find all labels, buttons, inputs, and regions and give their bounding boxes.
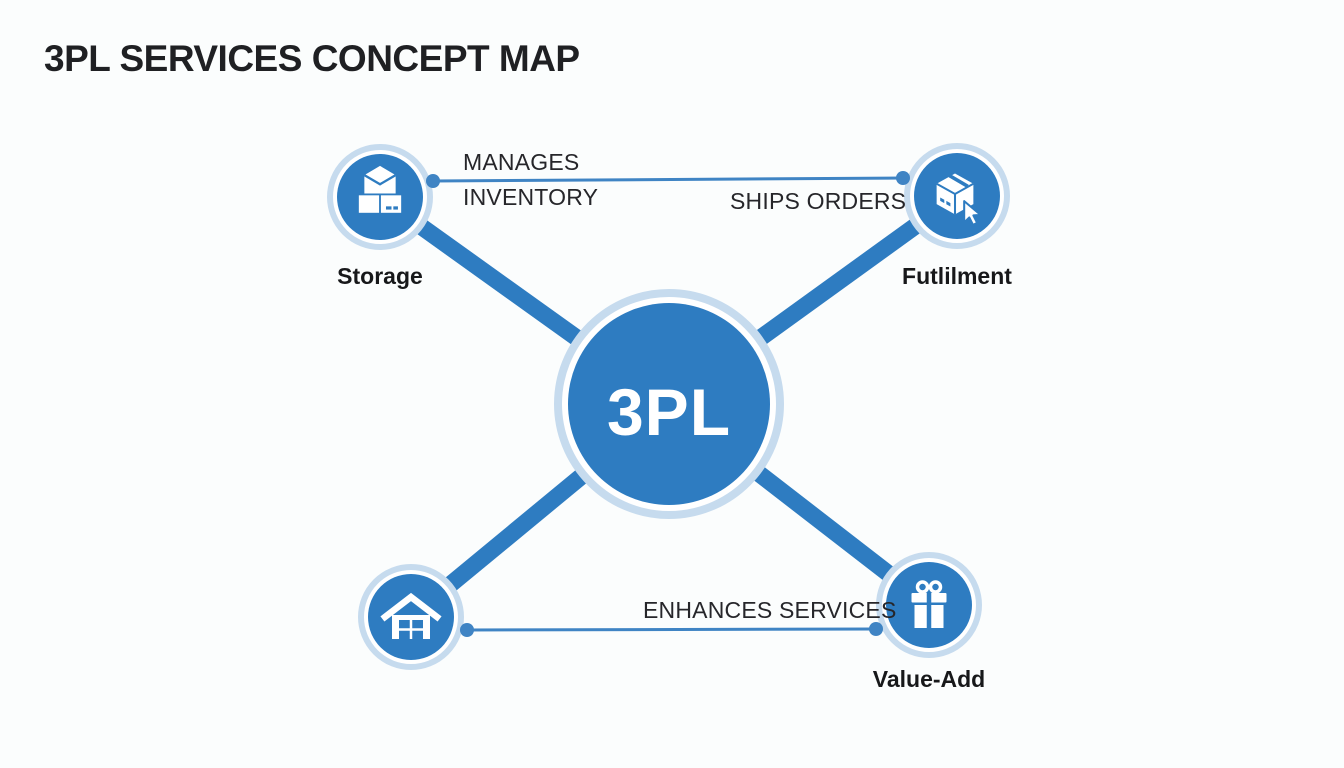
connector-dot <box>869 622 883 636</box>
edge-label-inventory: INVENTORY <box>463 184 599 210</box>
hub-node-3pl <box>554 289 784 519</box>
value-add-node <box>876 552 982 658</box>
storage-node <box>327 144 433 250</box>
connector-dot <box>460 623 474 637</box>
fulfilment-node <box>904 143 1010 249</box>
warehouse-node <box>358 564 464 670</box>
storage-circle <box>337 154 423 240</box>
hub-circle <box>568 303 770 505</box>
hub-label-3pl: 3PL <box>606 375 732 449</box>
relation-line-top <box>426 171 910 188</box>
value-add-node-label: Value-Add <box>872 666 986 692</box>
storage-node-label: Storage <box>337 263 423 289</box>
gift-icon <box>911 580 947 628</box>
shipping-box-cursor-icon <box>936 173 982 226</box>
connector-dot <box>896 171 910 185</box>
connector-dot <box>426 174 440 188</box>
edge-label-ships-orders: SHIPS ORDERS <box>730 188 907 214</box>
relation-line-bottom <box>460 622 883 637</box>
page-title: 3PL SERVICES CONCEPT MAP <box>44 38 580 79</box>
storage-boxes-icon <box>358 165 402 213</box>
edge-label-enhances-services: ENHANCES SERVICES <box>643 597 897 623</box>
warehouse-house-icon <box>380 592 442 639</box>
fulfilment-node-label: Futlilment <box>902 263 1012 289</box>
edge-label-manages: MANAGES <box>463 149 580 175</box>
